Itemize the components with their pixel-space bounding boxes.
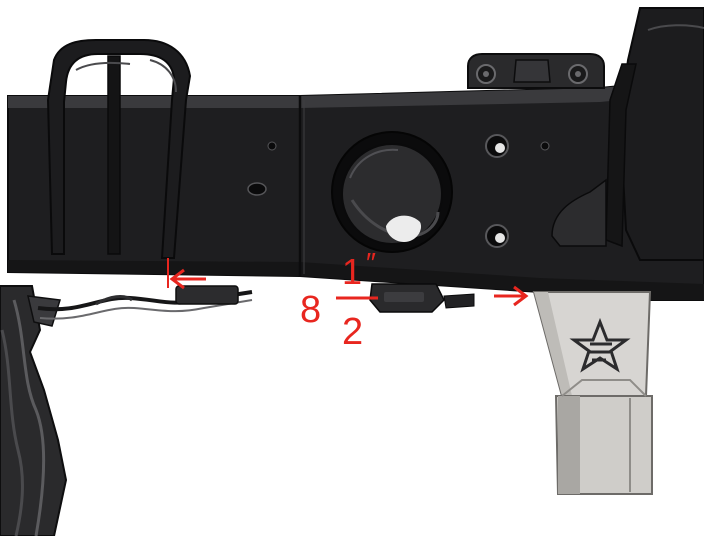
access-hole: [331, 131, 453, 253]
right-arrow-icon: [494, 285, 529, 307]
left-u-clamp: [46, 39, 192, 259]
lower-left-arm: [0, 285, 68, 536]
seam-bracket: [369, 283, 475, 313]
top-mount-bracket: [467, 53, 605, 89]
brake-line: [37, 285, 253, 320]
left-arrow-icon: [167, 258, 206, 290]
dimension-annotation: 8 1 ″ 2: [167, 247, 529, 353]
right-shock-tower: [551, 7, 704, 261]
measurement-whole: 8: [300, 289, 321, 331]
measurement-numerator: 1: [342, 251, 362, 292]
measurement-inch-mark: ″: [366, 247, 376, 278]
star-logo-icon: [569, 317, 631, 373]
star-bracket: [532, 291, 653, 495]
measurement-denominator: 2: [342, 311, 363, 353]
